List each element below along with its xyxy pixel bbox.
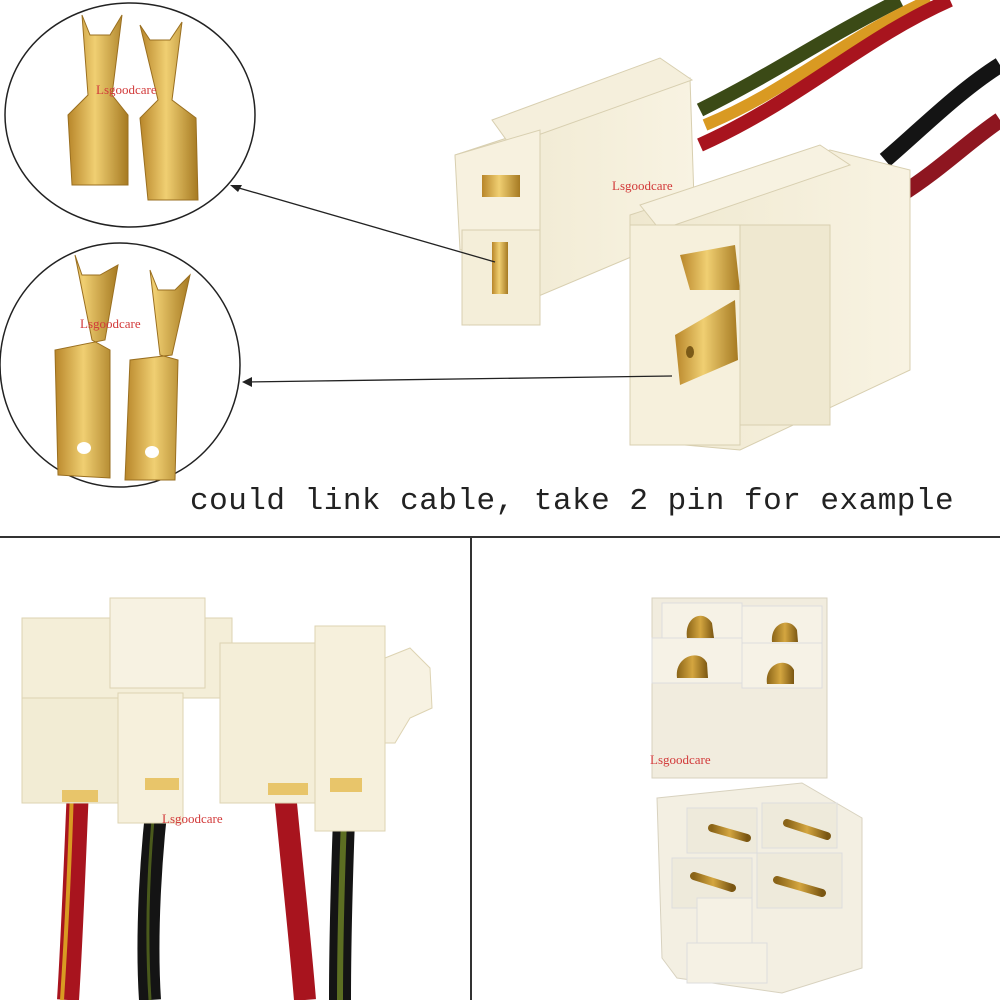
male-terminal-callout — [0, 242, 241, 488]
female-terminal-callout — [4, 2, 256, 228]
four-pin-female-connector — [651, 597, 828, 779]
top-wires — [696, 0, 1000, 202]
female-housing-connector — [454, 57, 696, 326]
callout-arrows — [230, 185, 673, 387]
female-terminals — [67, 14, 199, 201]
watermark: Lsgoodcare — [162, 811, 223, 826]
bottom-right-panel: Lsgoodcare — [472, 538, 1000, 1000]
bottom-right-illustration — [651, 597, 863, 994]
top-panel-illustration — [0, 0, 1000, 488]
four-pin-male-connector — [656, 782, 863, 994]
bottom-left-connector-a — [21, 597, 233, 824]
watermark: Lsgoodcare — [650, 752, 711, 767]
top-panel: Lsgoodcare Lsgoodcare Lsgoodcare could l… — [0, 0, 1000, 519]
caption: could link cable, take 2 pin for example — [190, 484, 955, 519]
bottom-left-connector-b — [219, 625, 433, 832]
horizontal-divider — [0, 536, 1000, 538]
watermark: Lsgoodcare — [96, 82, 157, 97]
watermark: Lsgoodcare — [612, 178, 673, 193]
male-terminals — [54, 254, 191, 481]
vertical-divider — [470, 537, 472, 1000]
male-housing-connector — [629, 144, 911, 451]
bottom-left-illustration — [21, 597, 433, 1000]
bottom-left-panel: Lsgoodcare — [0, 538, 470, 1000]
watermark: Lsgoodcare — [80, 316, 141, 331]
